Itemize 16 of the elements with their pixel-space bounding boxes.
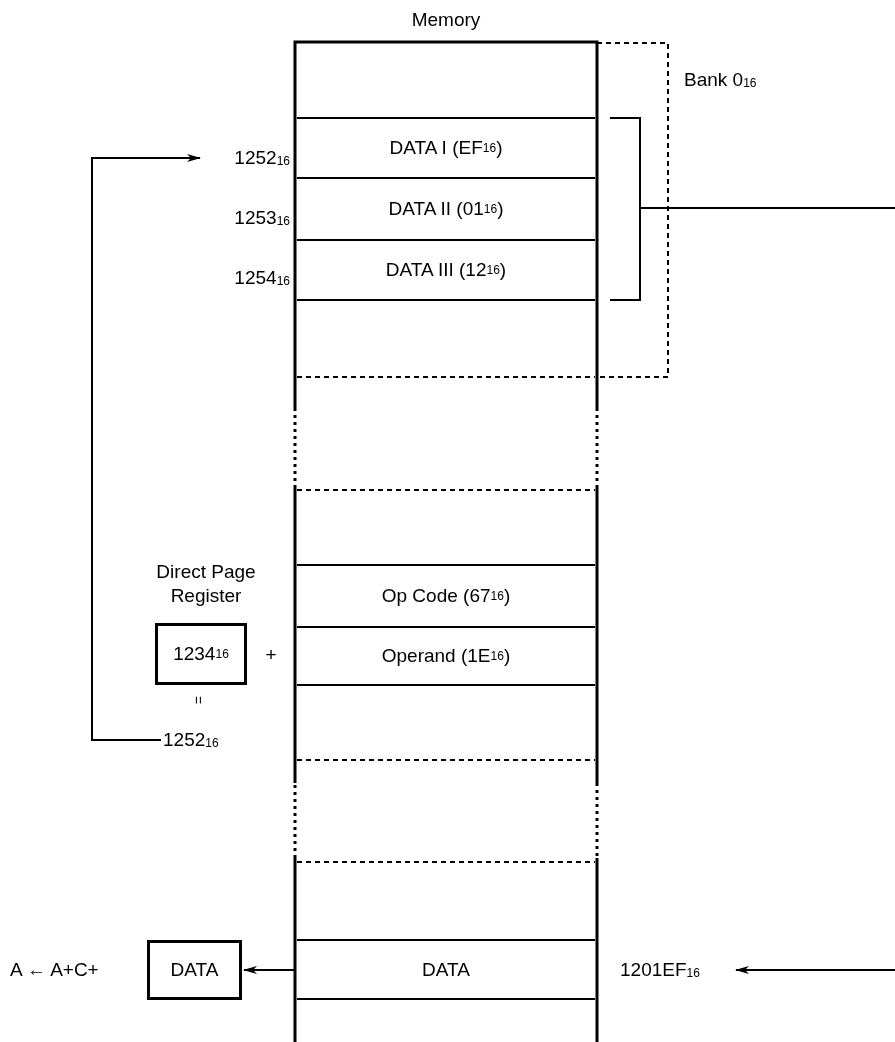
arrow [91, 154, 201, 741]
address-label: 1253$_{16}$ [233, 206, 290, 230]
address-label: 1252$_{16}$ [163, 728, 253, 752]
register-heading: Direct Page Register [155, 560, 257, 608]
address-label: 1254$_{16}$ [233, 266, 290, 290]
equals-sign: = [190, 694, 206, 707]
region-label: Bank 0$_{16}$ [684, 68, 757, 92]
memory-cell: DATA [297, 939, 595, 1000]
column-heading: Memory [410, 8, 482, 32]
arrow [735, 966, 895, 974]
formula-text: A ← A+C+ [10, 958, 100, 982]
plus-sign: + [264, 643, 278, 667]
address-label: 1252$_{16}$ [196, 146, 290, 170]
address-label: 1201EF$_{16}$ [620, 958, 738, 982]
data-box: DATA [147, 940, 242, 1000]
arrow [243, 966, 296, 974]
